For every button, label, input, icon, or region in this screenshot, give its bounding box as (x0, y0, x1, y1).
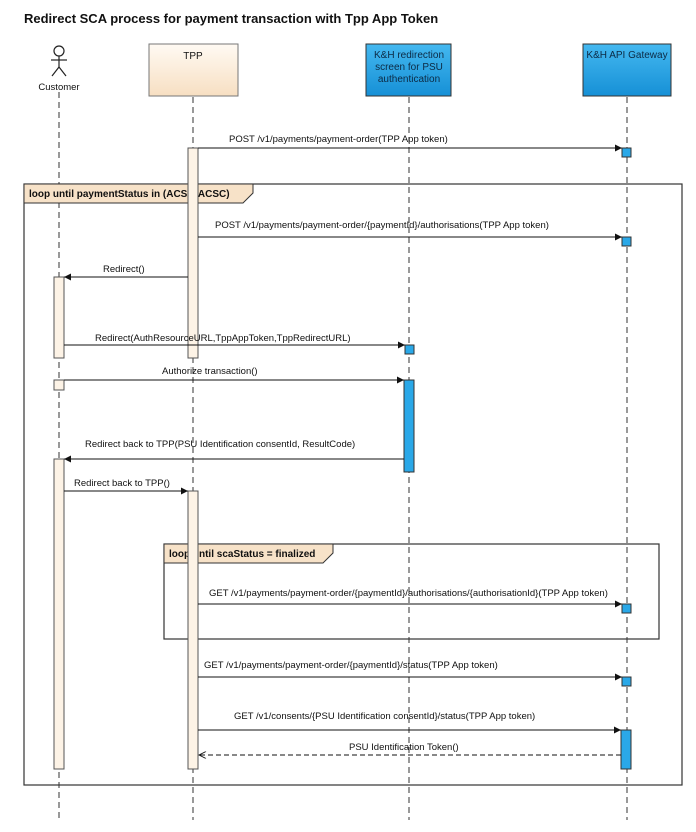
participant-tpp: TPP (148, 43, 239, 97)
participant-kh-redirect-line1: K&H redirection (374, 50, 444, 61)
participant-kh-redirect: K&H redirection screen for PSU authentic… (365, 43, 452, 97)
inner-loop-label: loop until scaStatus = finalized (169, 549, 315, 560)
message-4-label: Redirect(AuthResourceURL,TppAppToken,Tpp… (95, 333, 351, 344)
inner-loop-frame: loop until scaStatus = finalized (163, 543, 660, 640)
message-3: Redirect() (64, 264, 188, 281)
activation-tpp-2 (187, 490, 199, 770)
message-3-label: Redirect() (103, 264, 145, 275)
message-9-label: GET /v1/payments/payment-order/{paymentI… (204, 660, 498, 671)
activation-customer-3 (53, 458, 65, 770)
participant-kh-redirect-line2: screen for PSU (375, 62, 443, 73)
participant-tpp-label: TPP (183, 51, 203, 62)
message-5-label: Authorize transaction() (162, 366, 258, 377)
activation-customer-1 (53, 276, 65, 359)
activation-kh-redirect-2 (403, 379, 415, 473)
message-11-return: PSU Identification Token() (199, 742, 621, 755)
activation-customer-2 (53, 379, 65, 391)
activation-gateway-5 (620, 729, 632, 770)
message-9: GET /v1/payments/payment-order/{paymentI… (198, 660, 622, 681)
activation-gateway-2 (621, 236, 632, 247)
participant-kh-gateway: K&H API Gateway (582, 43, 672, 97)
participant-customer: Customer (38, 45, 80, 93)
message-10: GET /v1/consents/{PSU Identification con… (198, 711, 621, 734)
activation-tpp-1 (187, 147, 199, 359)
activation-gateway-1 (621, 147, 632, 158)
message-5: Authorize transaction() (64, 366, 404, 384)
message-6: Redirect back to TPP(PSU Identification … (64, 439, 404, 463)
activation-gateway-4 (621, 676, 632, 687)
message-8-label: GET /v1/payments/payment-order/{paymentI… (209, 588, 608, 599)
outer-loop-label: loop until paymentStatus in (ACSP, ACSC) (29, 189, 230, 200)
diagram-title: Redirect SCA process for payment transac… (24, 11, 439, 26)
message-7-label: Redirect back to TPP() (74, 478, 170, 489)
message-1: POST /v1/payments/payment-order(TPP App … (198, 134, 622, 152)
message-1-label: POST /v1/payments/payment-order(TPP App … (229, 134, 448, 145)
participant-customer-label: Customer (38, 82, 79, 93)
message-2: POST /v1/payments/payment-order/{payment… (198, 220, 622, 241)
message-10-label: GET /v1/consents/{PSU Identification con… (234, 711, 535, 722)
activation-kh-redirect-1 (404, 344, 415, 355)
message-8: GET /v1/payments/payment-order/{paymentI… (198, 588, 622, 608)
actor-icon (51, 45, 67, 77)
message-7: Redirect back to TPP() (64, 478, 188, 495)
participant-kh-gateway-label: K&H API Gateway (586, 50, 667, 61)
message-11-label: PSU Identification Token() (349, 742, 459, 753)
activation-gateway-3 (621, 603, 632, 614)
message-2-label: POST /v1/payments/payment-order/{payment… (215, 220, 549, 231)
participant-kh-redirect-line3: authentication (378, 74, 440, 85)
message-4: Redirect(AuthResourceURL,TppAppToken,Tpp… (64, 333, 405, 349)
message-6-label: Redirect back to TPP(PSU Identification … (85, 439, 355, 450)
